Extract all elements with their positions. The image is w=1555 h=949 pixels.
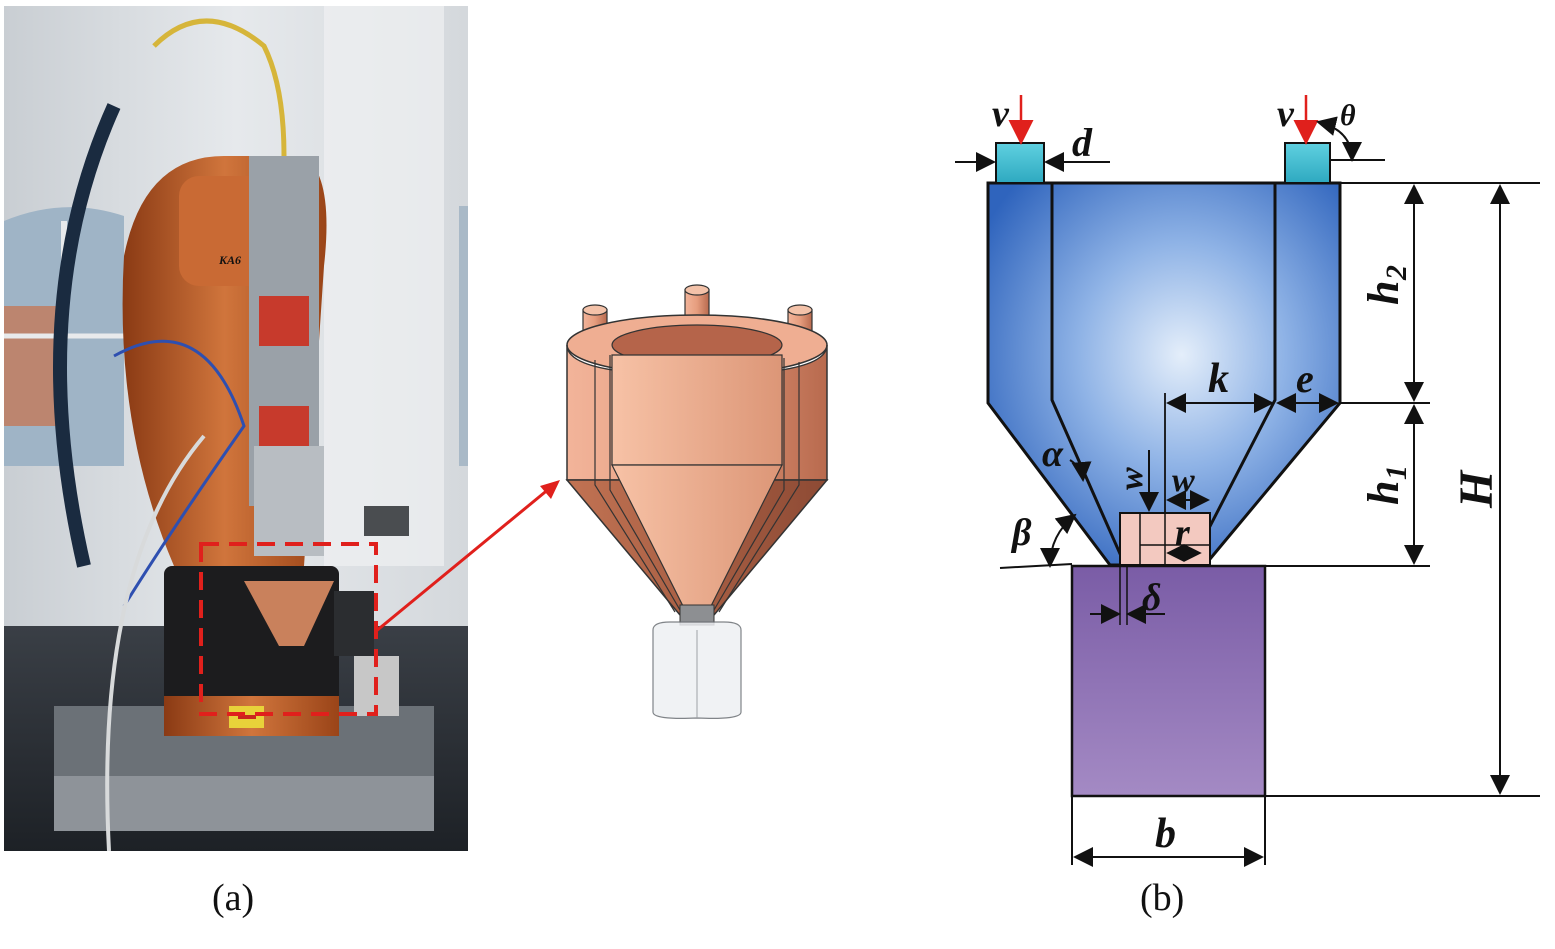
svg-text:w: w xyxy=(1113,467,1150,490)
label-delta: δ xyxy=(1142,577,1161,619)
robot-photo-illustration: KA6 xyxy=(4,6,471,852)
label-v-left: v xyxy=(992,93,1010,135)
svg-text:h: h xyxy=(1359,281,1408,305)
svg-text:2: 2 xyxy=(1380,265,1413,281)
pointer-arrow xyxy=(374,480,560,634)
label-b: b xyxy=(1155,811,1176,857)
label-v-right: v xyxy=(1277,93,1295,135)
svg-text:1: 1 xyxy=(1380,465,1413,480)
nozzle-schematic: v d v θ h 2 h 1 H k e α β w w r δ b xyxy=(930,60,1555,880)
nozzle-body xyxy=(986,181,1342,567)
substrate xyxy=(1070,564,1267,798)
label-w-vertical: w xyxy=(1113,467,1150,490)
powder-channel-left xyxy=(1050,183,1127,566)
label-H: H xyxy=(1450,469,1503,509)
label-beta: β xyxy=(1010,512,1032,554)
label-e: e xyxy=(1296,356,1314,401)
highlight-box xyxy=(199,542,378,716)
robot-photo: KA6 xyxy=(4,6,471,852)
caption-b: (b) xyxy=(1140,877,1185,919)
caption-a: (a) xyxy=(212,877,255,919)
label-theta: θ xyxy=(1340,99,1356,132)
label-k: k xyxy=(1208,356,1229,402)
nozzle-3d-model xyxy=(470,250,890,750)
svg-text:h: h xyxy=(1359,481,1408,505)
inlet-left xyxy=(995,142,1045,184)
robot-label: KA6 xyxy=(218,253,241,267)
powder-channel-right xyxy=(1188,183,1277,566)
label-h1: h 1 xyxy=(1359,465,1413,505)
nozzle-3d-illustration xyxy=(565,284,829,719)
inlet-right xyxy=(1284,142,1331,184)
label-r: r xyxy=(1175,512,1191,554)
label-w-horizontal: w xyxy=(1172,462,1195,499)
photo-nozzle xyxy=(244,581,334,646)
label-alpha: α xyxy=(1042,433,1064,475)
schematic-drawing: v d v θ h 2 h 1 H k e α β w w r δ b xyxy=(955,93,1540,867)
svg-text:H: H xyxy=(1450,469,1503,509)
label-d: d xyxy=(1072,120,1093,165)
label-h2: h 2 xyxy=(1359,265,1413,305)
